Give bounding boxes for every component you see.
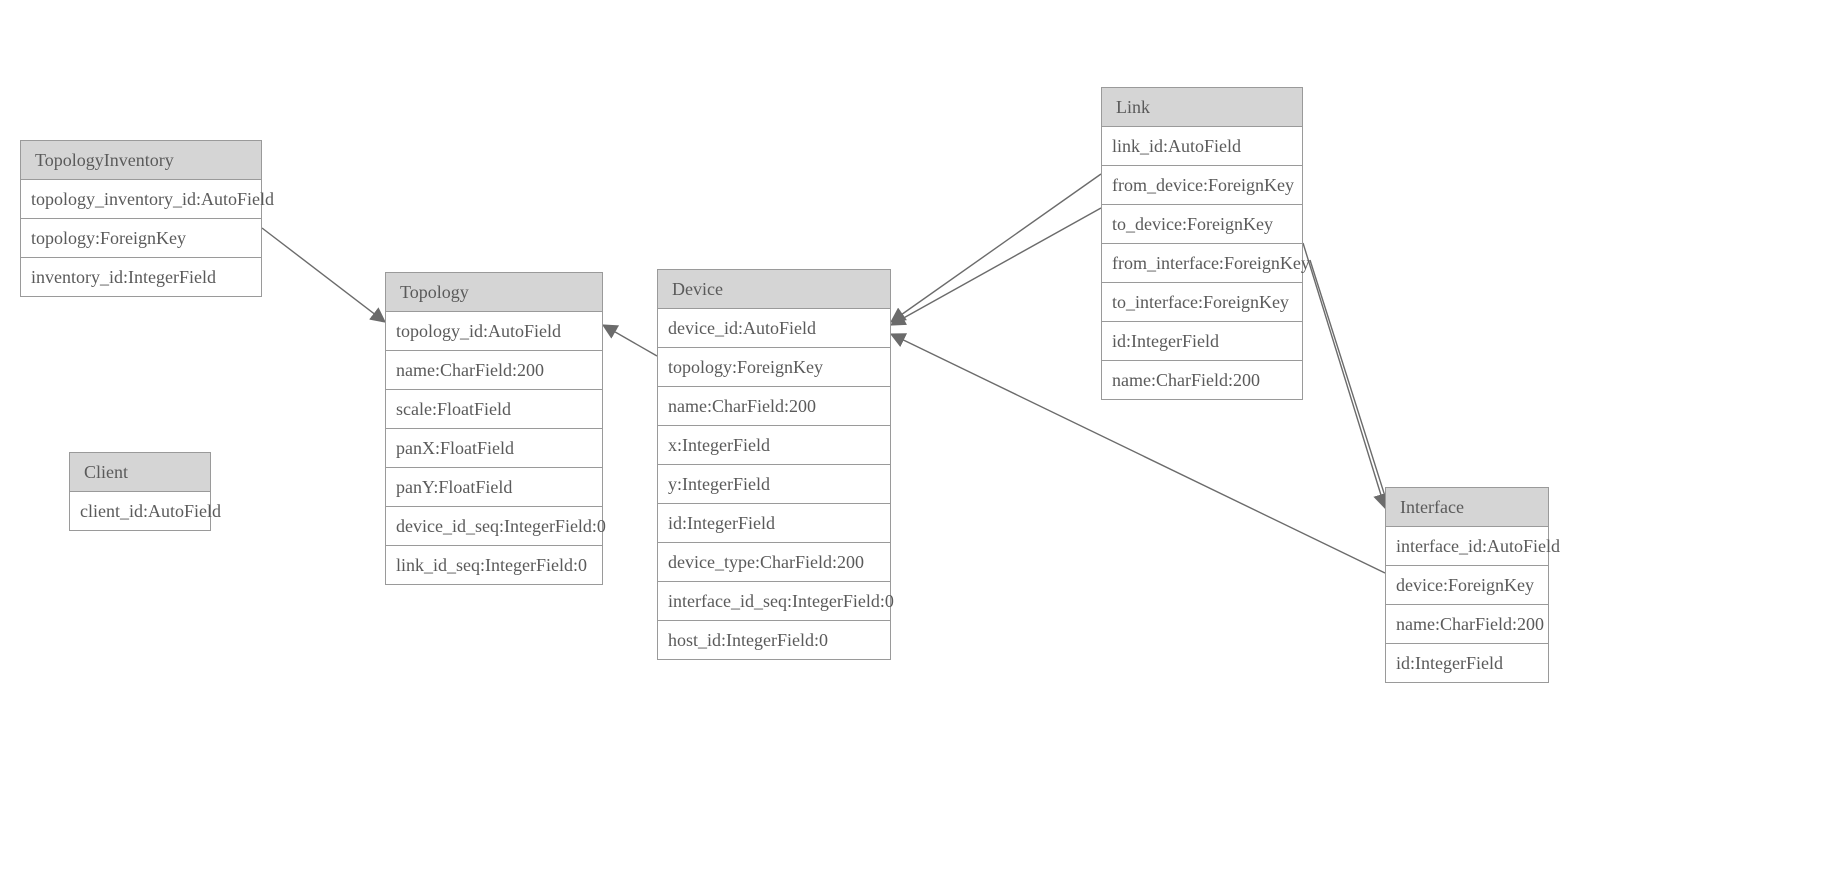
entity-fields-client: client_id:AutoField — [70, 492, 221, 530]
entity-title-link: Link — [1102, 88, 1302, 127]
field-row: topology_inventory_id:AutoField — [21, 180, 274, 219]
field-row: from_interface:ForeignKey — [1102, 244, 1310, 283]
field-row: id:IntegerField — [1102, 322, 1302, 361]
relationship-link-from_interface-to-interface — [1302, 242, 1389, 510]
field-row: topology:ForeignKey — [21, 219, 261, 258]
relationship-device-to-topology — [601, 324, 658, 357]
field-row: y:IntegerField — [658, 465, 890, 504]
field-row: inventory_id:IntegerField — [21, 258, 261, 296]
field-row: link_id_seq:IntegerField:0 — [386, 546, 602, 584]
field-row: topology_id:AutoField — [386, 312, 602, 351]
field-row: name:CharField:200 — [1386, 605, 1548, 644]
field-row: device_type:CharField:200 — [658, 543, 890, 582]
field-row: interface_id:AutoField — [1386, 527, 1560, 566]
relationship-link-to_interface-to-interface — [1309, 259, 1394, 514]
field-row: to_interface:ForeignKey — [1102, 283, 1302, 322]
field-row: panX:FloatField — [386, 429, 602, 468]
entity-title-topology_inventory: TopologyInventory — [21, 141, 261, 180]
field-row: host_id:IntegerField:0 — [658, 621, 890, 659]
field-row: id:IntegerField — [1386, 644, 1548, 682]
field-row: device_id:AutoField — [658, 309, 890, 348]
field-row: device_id_seq:IntegerField:0 — [386, 507, 606, 546]
entity-title-topology: Topology — [386, 273, 602, 312]
entity-title-client: Client — [70, 453, 210, 492]
field-row: from_device:ForeignKey — [1102, 166, 1302, 205]
field-row: name:CharField:200 — [386, 351, 602, 390]
relationship-topology_inventory-to-topology — [261, 227, 387, 323]
field-row: client_id:AutoField — [70, 492, 221, 530]
relationship-link-to_device-to-device — [889, 207, 1102, 326]
field-row: device:ForeignKey — [1386, 566, 1548, 605]
field-row: to_device:ForeignKey — [1102, 205, 1302, 244]
field-row: name:CharField:200 — [1102, 361, 1302, 399]
field-row: scale:FloatField — [386, 390, 602, 429]
field-row: link_id:AutoField — [1102, 127, 1302, 166]
field-row: panY:FloatField — [386, 468, 602, 507]
field-row: name:CharField:200 — [658, 387, 890, 426]
field-row: interface_id_seq:IntegerField:0 — [658, 582, 894, 621]
field-row: topology:ForeignKey — [658, 348, 890, 387]
entity-title-device: Device — [658, 270, 890, 309]
field-row: x:IntegerField — [658, 426, 890, 465]
relationship-link-from_device-to-device — [889, 173, 1102, 323]
field-row: id:IntegerField — [658, 504, 890, 543]
entity-title-interface: Interface — [1386, 488, 1548, 527]
